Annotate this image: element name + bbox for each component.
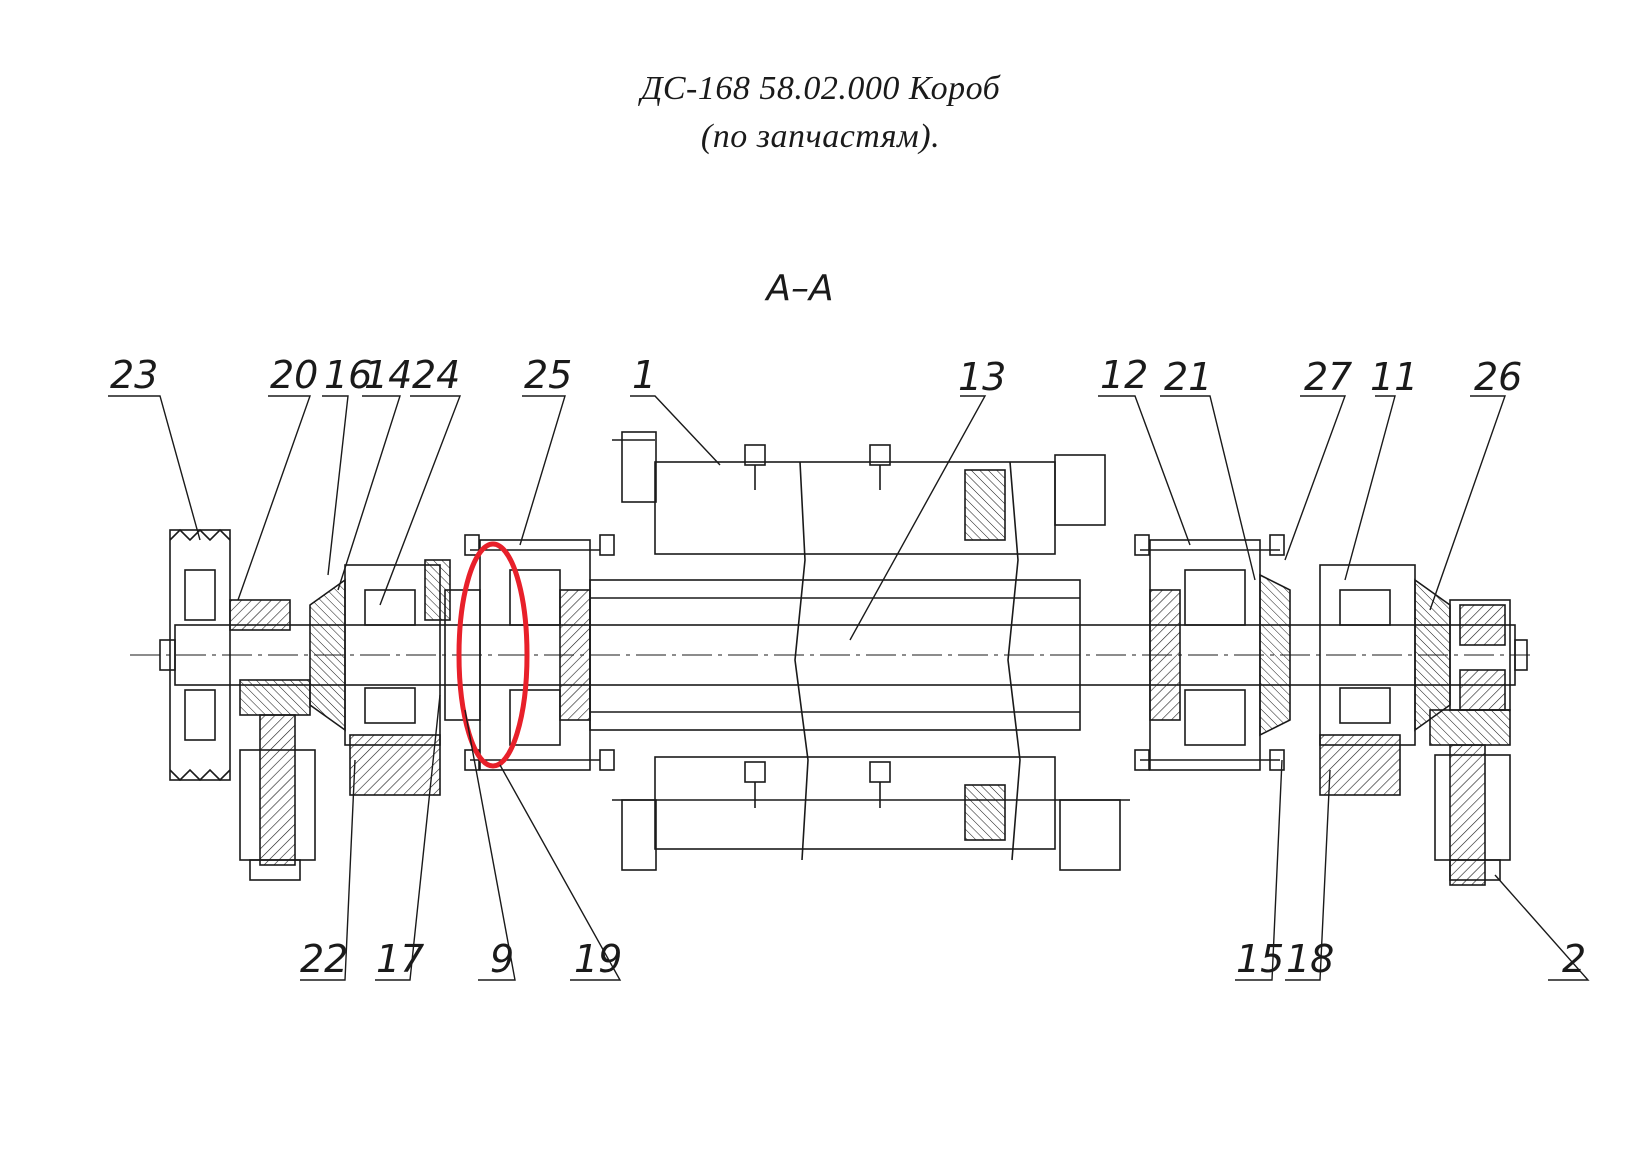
callout-20: 20 — [270, 353, 318, 397]
drawing-geometry — [130, 431, 1530, 886]
callout-25: 25 — [524, 353, 572, 397]
callout-23: 23 — [110, 353, 158, 397]
callout-26: 26 — [1474, 355, 1522, 399]
callout-15: 15 — [1236, 937, 1284, 981]
callout-17: 17 — [376, 937, 424, 981]
callout-19: 19 — [574, 937, 622, 981]
callout-12: 12 — [1100, 353, 1148, 397]
callout-21: 21 — [1164, 355, 1212, 399]
callouts-top: 23 20 16 14 24 25 1 13 12 21 27 11 26 — [110, 353, 1522, 399]
drawing-title: ДС-168 58.02.000 Короб — [640, 70, 1001, 107]
callout-27: 27 — [1304, 355, 1352, 399]
callout-13: 13 — [958, 355, 1006, 399]
callout-18: 18 — [1286, 937, 1334, 981]
callout-24: 24 — [412, 353, 460, 397]
callout-22: 22 — [300, 937, 348, 981]
callout-9: 9 — [490, 937, 514, 981]
section-label: А–А — [764, 268, 833, 309]
callout-11: 11 — [1370, 355, 1418, 399]
highlight-ellipse — [456, 541, 530, 769]
callout-1: 1 — [632, 353, 656, 397]
drawing-subtitle: (по запчастям). — [700, 118, 941, 155]
callouts-bottom: 22 17 9 19 15 18 2 — [300, 937, 1586, 981]
leader-lines — [108, 395, 1590, 981]
callout-14: 14 — [364, 353, 412, 397]
callout-16: 16 — [324, 353, 372, 397]
callout-2: 2 — [1562, 937, 1586, 981]
